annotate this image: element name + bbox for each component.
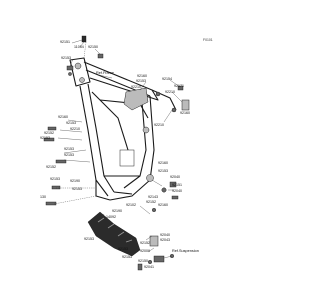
callout-label: 92154 [162,77,172,81]
upper-small-parts [66,35,104,76]
ref-suspension-label: Ref.Suspension [172,249,199,253]
callout-label: 92040 [170,175,180,179]
callout-label: 92210 [131,85,141,89]
callout-label: 92153 [122,255,132,259]
lower-bracket-parts [137,235,174,271]
callout-label: 92153 [118,247,128,251]
callout-label: 92160 [180,111,190,115]
frame-assembly [69,57,177,201]
callout-label: 92151 [172,183,182,187]
callout-label: 92150 [88,45,98,49]
callout-label: 92043 [160,238,170,242]
callout-label: 130 [40,195,46,199]
callout-label: 92153 [136,79,146,83]
callout-label: 11054 [74,45,84,49]
callout-label: 92143 [148,195,158,199]
callout-label: 92153 [84,237,94,241]
callout-label: 92160 [137,74,147,78]
callout-label: 92153 [64,153,74,157]
skid-plate [87,211,141,257]
callout-label: 92160 [158,203,168,207]
callout-label: 92160 [158,161,168,165]
callout-label: 92171 [174,84,184,88]
callout-label: 92150 [138,259,148,263]
callout-label: 92009 [140,249,150,253]
left-bolts [43,126,67,206]
callout-label: 92210 [70,127,80,131]
leader-lines [53,39,183,259]
callout-label: 92153 [40,136,50,140]
callout-labels: 92151 11054 92153 92150 Ref.Frame 92160 … [40,40,199,269]
callout-label: 92153 [64,147,74,151]
callout-label: 92190 [70,179,80,183]
callout-label: 92153 [72,187,82,191]
callout-label: 92160 [58,115,68,119]
callout-label: 92153 [61,56,71,60]
callout-label: 92152 [146,200,156,204]
page-code: F0101 [203,38,213,42]
callout-label: 92153 [66,121,76,125]
callout-label: 92152 [46,165,56,169]
callout-label: 92190 [112,209,122,213]
right-lower-bolts [151,181,179,212]
callout-label: 14092 [106,215,116,219]
callout-label: 92210 [165,90,175,94]
callout-label: 92153 [50,177,60,181]
parts-diagram: F0101 [40,35,213,271]
ref-frame-label: Ref.Frame [96,71,114,75]
callout-label: 92152 [140,241,150,245]
callout-label: 92040 [172,189,182,193]
callout-label: 92152 [44,131,54,135]
callout-label: 92153 [158,169,168,173]
callout-label: 92041 [144,265,154,269]
callout-label: 92102 [126,203,136,207]
side-bracket-parts [123,85,190,113]
callout-label: 92210 [154,123,164,127]
callout-label: 92040 [160,233,170,237]
callout-label: 92151 [60,40,70,44]
